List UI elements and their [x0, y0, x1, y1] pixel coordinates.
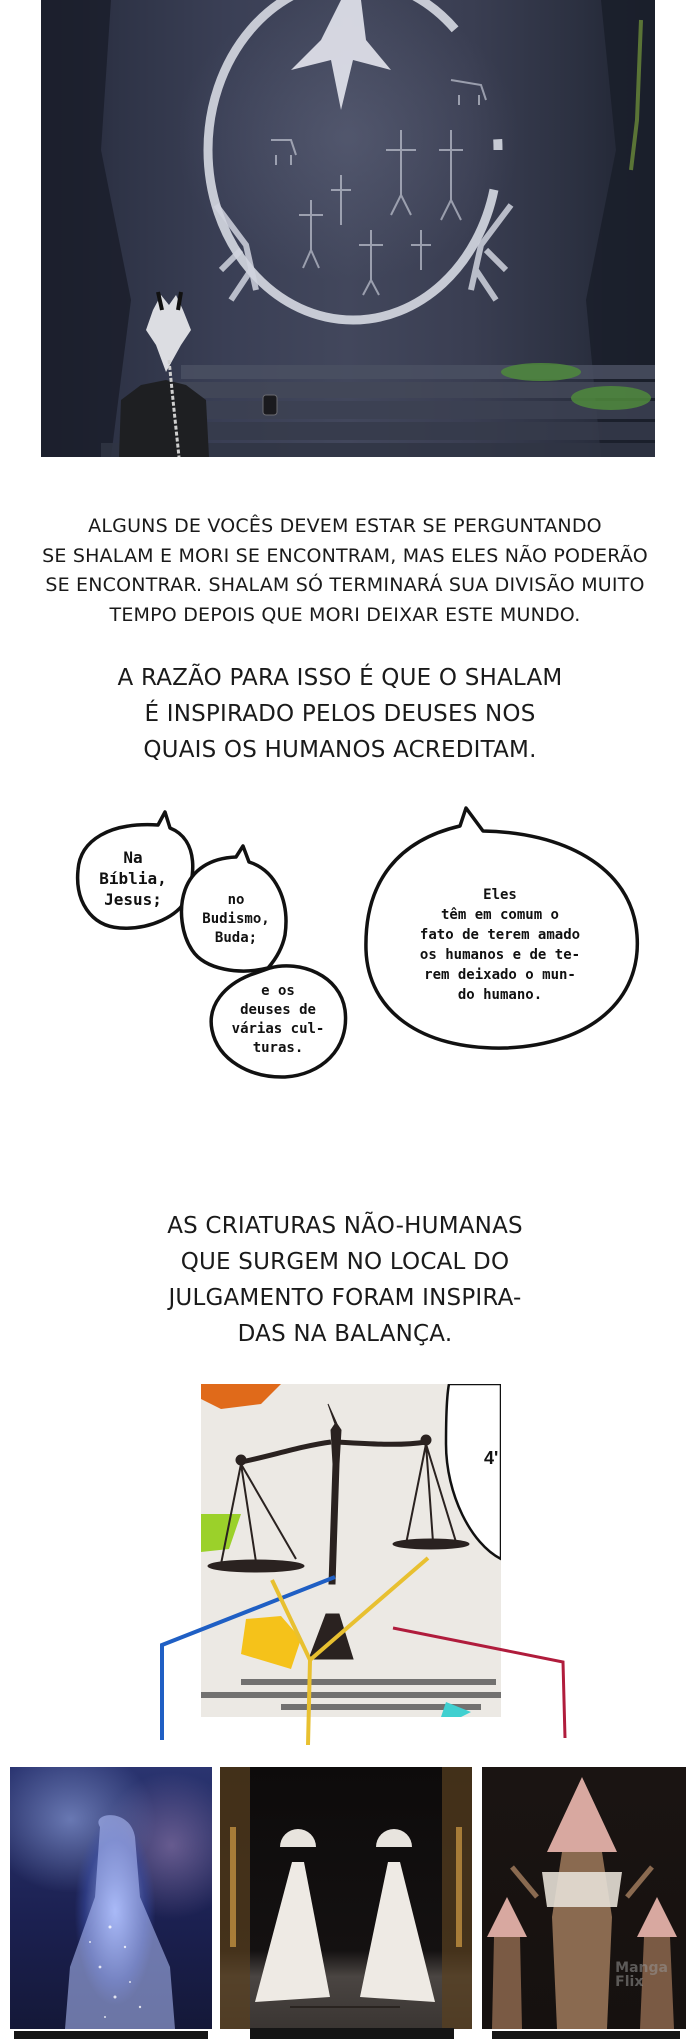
narration-line: É INSPIRADO PELOS DEUSES NOS	[144, 701, 536, 727]
gallery-image-cosmic-figure	[10, 1767, 212, 2029]
scale-illustration-panel: 4'	[201, 1384, 501, 1717]
bubble-line: Jesus;	[104, 890, 162, 909]
cave-mural-panel	[41, 0, 655, 457]
narration-line: SE SHALAM E MORI SE ENCONTRAM, MAS ELES …	[42, 544, 648, 567]
speech-bubble-common: Eles têm em comum o fato de terem amado …	[385, 885, 615, 1005]
bubble-line: rem deixado o mun-	[424, 967, 576, 983]
bubble-line: e os	[261, 983, 295, 999]
narration-line: QUAIS OS HUMANOS ACREDITAM.	[143, 737, 537, 763]
narration-line: QUE SURGEM NO LOCAL DO	[180, 1249, 510, 1275]
cave-mural-illustration	[41, 0, 655, 457]
narration-line: JULGAMENTO FORAM INSPIRA-	[168, 1285, 522, 1311]
bubble-line: turas.	[252, 1040, 304, 1056]
bubble-line: do humano.	[457, 987, 543, 1003]
next-row-image-2	[250, 2028, 454, 2039]
next-row-image-1	[14, 2031, 208, 2039]
bubble-line: no	[227, 892, 245, 908]
bubble-line: têm em comum o	[440, 907, 559, 923]
bubble-line: várias cul-	[231, 1021, 325, 1037]
narration-line: TEMPO DEPOIS QUE MORI DEIXAR ESTE MUNDO.	[109, 603, 581, 626]
narration-line: SE ENCONTRAR. SHALAM SÓ TERMINARÁ SUA DI…	[45, 574, 645, 596]
narration-line: ALGUNS DE VOCÊS DEVEM ESTAR SE PERGUNTAN…	[88, 515, 602, 537]
bubble-line: fato de terem amado	[419, 927, 581, 943]
bubble-line: Eles	[483, 887, 517, 903]
cosmic-figure-illustration	[65, 1815, 175, 2029]
narration-line: AS CRIATURAS NÃO-HUMANAS	[167, 1213, 523, 1239]
gallery-image-robed-figures	[220, 1767, 472, 2029]
robed-figures-illustration	[220, 1767, 472, 2029]
speech-bubbles-outline	[75, 806, 639, 1079]
speech-bubble-cultures: e os deuses de várias cul- turas.	[218, 982, 338, 1058]
next-row-image-3	[492, 2031, 680, 2039]
balance-scale-icon: 4'	[201, 1384, 501, 1717]
connector-lines	[160, 1556, 567, 1746]
pyramid-creatures-illustration	[487, 1777, 677, 2029]
narration-line: A RAZÃO PARA ISSO É QUE O SHALAM	[117, 665, 563, 691]
watermark: Manga Flix	[615, 1960, 668, 1990]
bubble-line: os humanos e de te-	[419, 947, 581, 963]
bubble-line: deuses de	[240, 1002, 316, 1018]
speech-bubble-buddhism: no Budismo, Buda;	[190, 891, 282, 948]
speech-bubble-bible: Na Bíblia, Jesus;	[88, 847, 178, 910]
gallery-image-pyramid-creatures: Manga Flix	[482, 1767, 686, 2029]
narration-line: DAS NA BALANÇA.	[237, 1321, 453, 1347]
bubble-line: Budismo,	[202, 911, 270, 927]
narration-block-1: ALGUNS DE VOCÊS DEVEM ESTAR SE PERGUNTAN…	[40, 512, 650, 630]
svg-text:4': 4'	[484, 1448, 498, 1468]
bubble-line: Buda;	[214, 930, 258, 946]
narration-block-3: AS CRIATURAS NÃO-HUMANAS QUE SURGEM NO L…	[150, 1208, 540, 1352]
bubble-line: Na	[123, 848, 143, 867]
narration-block-2: A RAZÃO PARA ISSO É QUE O SHALAM É INSPI…	[100, 660, 580, 768]
bubble-line: Bíblia,	[99, 869, 167, 888]
